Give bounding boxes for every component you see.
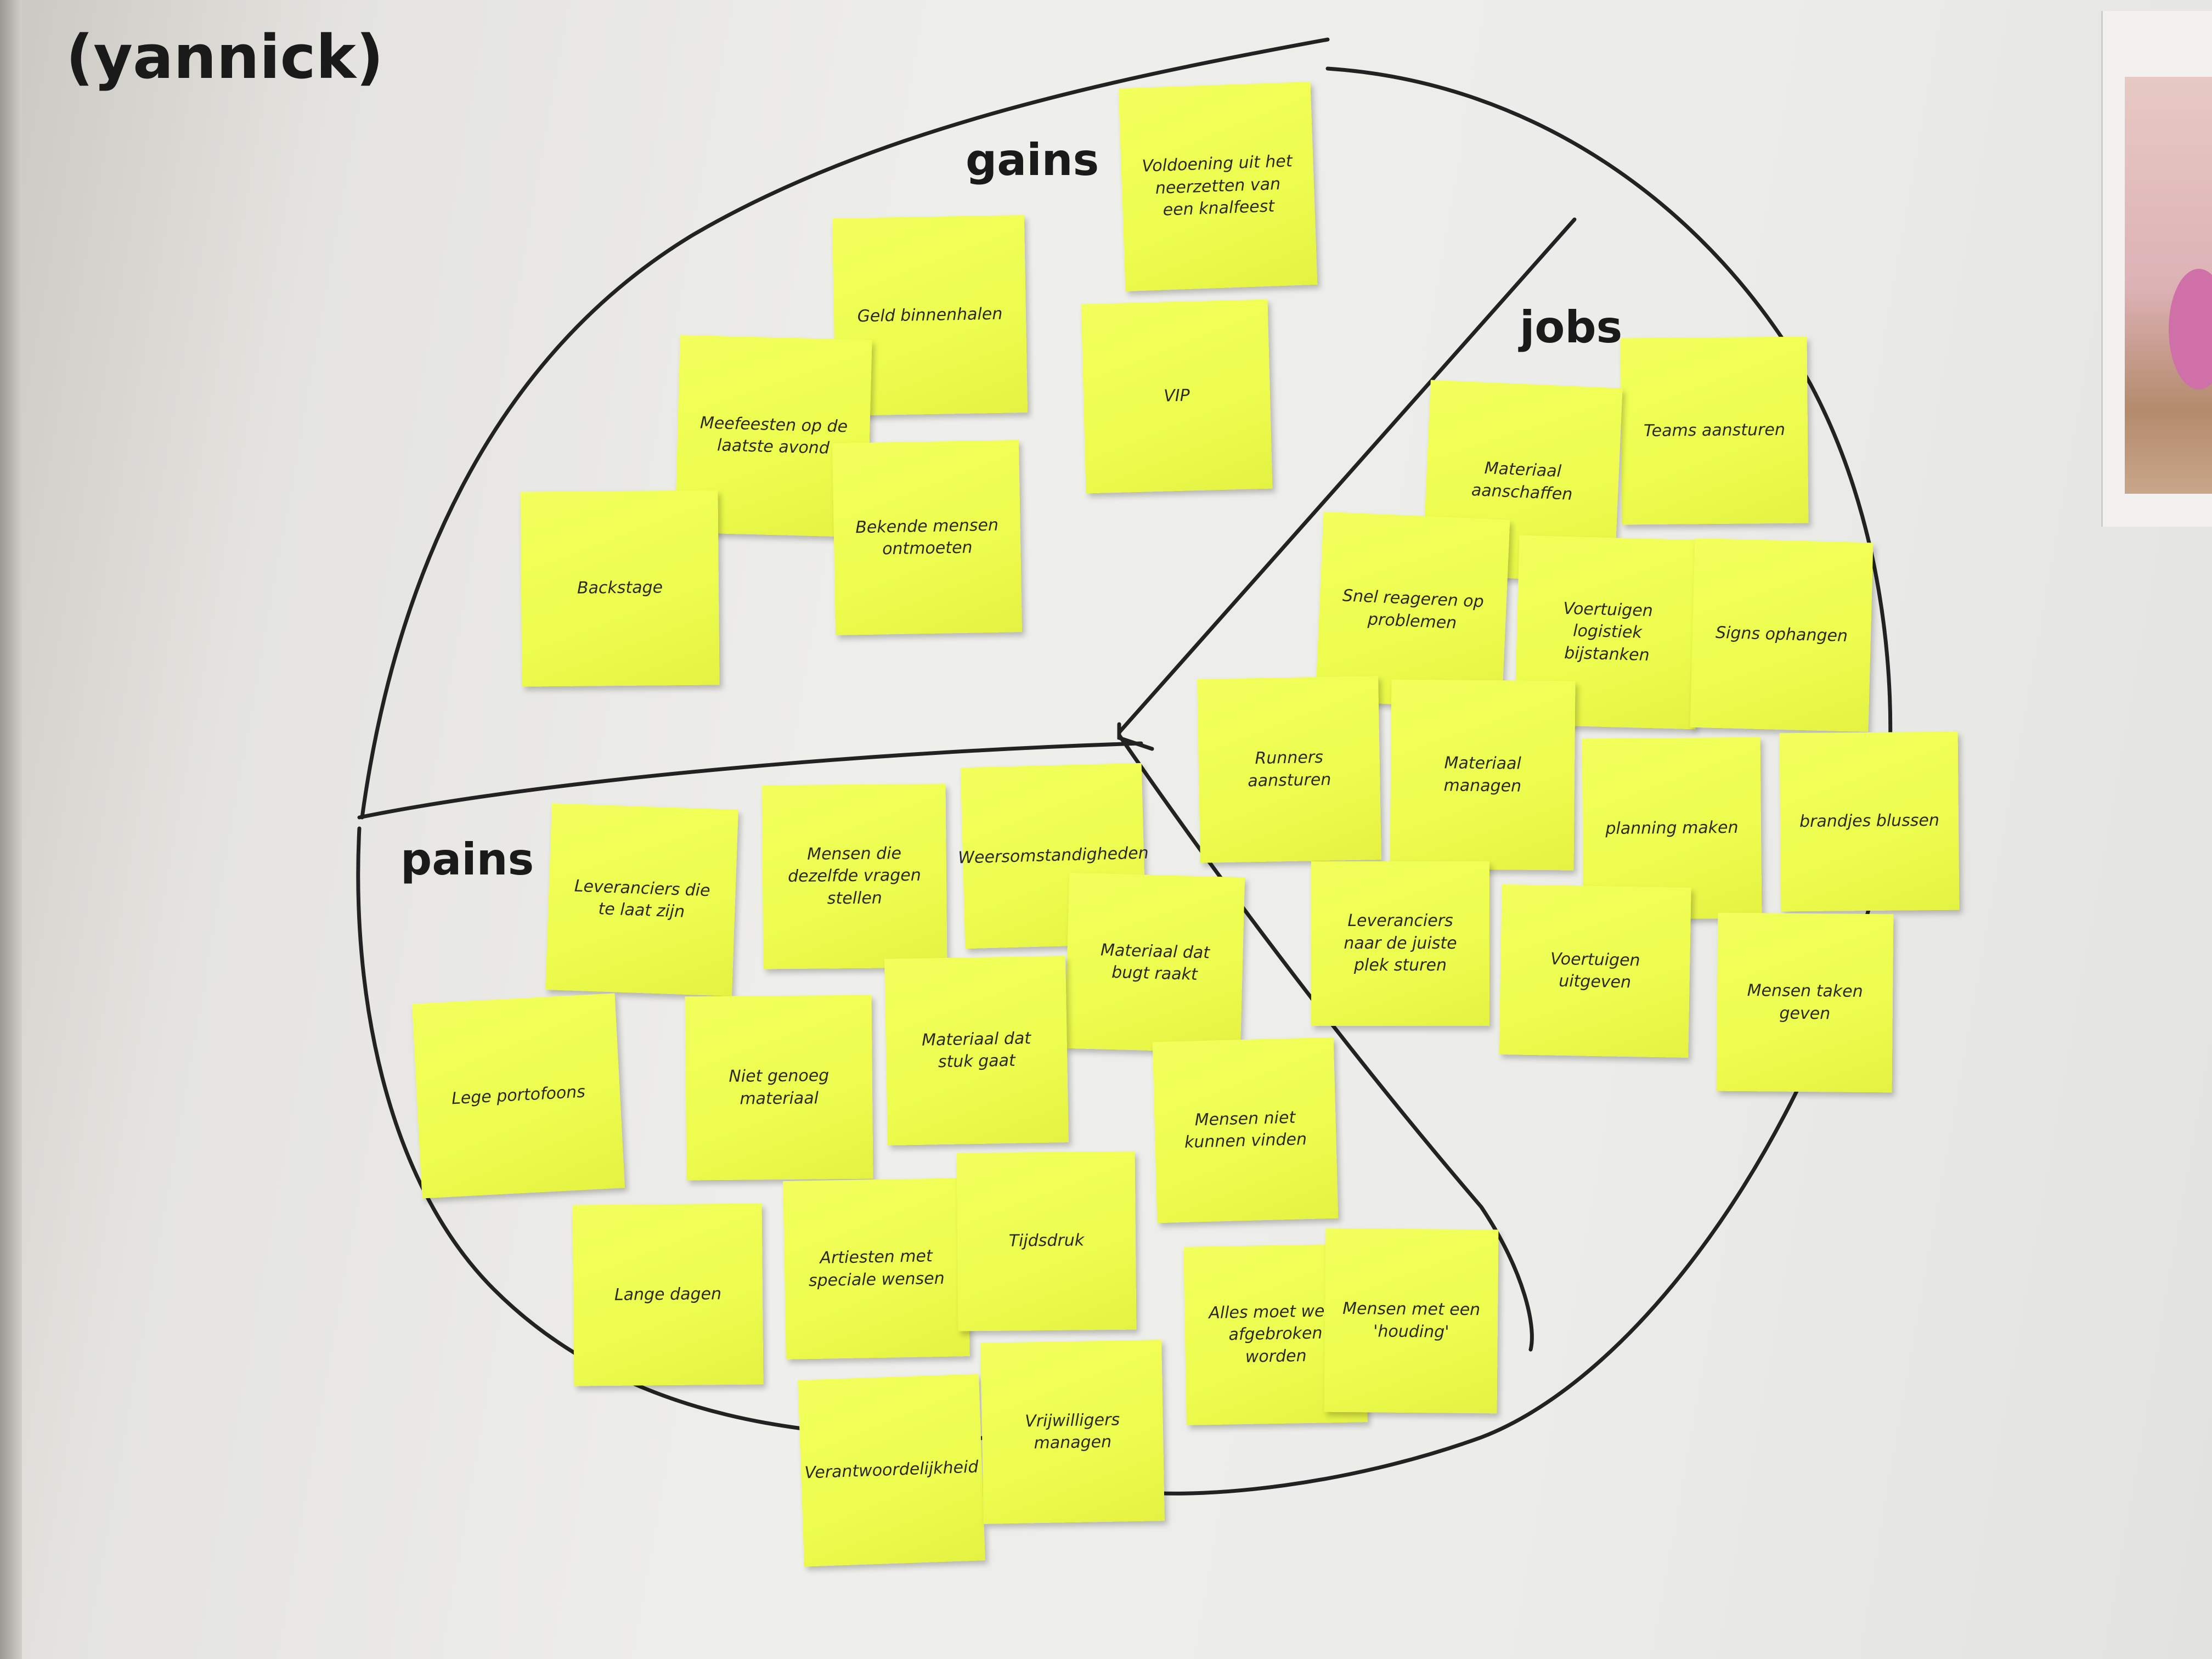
sticky-note[interactable]: Lange dagen	[572, 1203, 764, 1386]
sticky-note[interactable]: Lege portofoons	[411, 993, 625, 1199]
sticky-note[interactable]: Teams aansturen	[1620, 336, 1809, 525]
divider-horizontal	[357, 741, 1143, 820]
sticky-note[interactable]: Runners aansturen	[1197, 676, 1381, 863]
sticky-note[interactable]: brandjes blussen	[1779, 731, 1960, 912]
sticky-note[interactable]: Mensen niet kunnen vinden	[1152, 1037, 1339, 1223]
sticky-note[interactable]: Bekende mensen ontmoeten	[832, 440, 1023, 635]
sticky-note[interactable]: Verantwoordelijkheid	[798, 1374, 985, 1567]
sticky-note[interactable]: Signs ophangen	[1690, 538, 1874, 732]
sticky-note[interactable]: Artiesten met speciale wensen	[783, 1178, 970, 1359]
sticky-note[interactable]: Mensen met een 'houding'	[1324, 1228, 1499, 1414]
sticky-note[interactable]: Niet genoeg materiaal	[685, 995, 873, 1181]
sticky-note[interactable]: Leveranciers naar de juiste plek sturen	[1311, 861, 1489, 1026]
jobs-label: jobs	[1520, 302, 1623, 353]
wall-poster	[2101, 11, 2212, 527]
divider-vertex	[1117, 722, 1154, 751]
author-label: (yannick)	[66, 22, 384, 92]
sticky-note[interactable]: Mensen die dezelfde vragen stellen	[761, 783, 947, 969]
sticky-note[interactable]: Leveranciers die te laat zijn	[545, 803, 738, 996]
pains-label: pains	[400, 834, 534, 885]
sticky-note[interactable]: Materiaal dat bugt raakt	[1064, 872, 1245, 1053]
sticky-note[interactable]: Materiaal managen	[1390, 679, 1576, 871]
divider-upper	[1117, 217, 1577, 735]
divider-lower	[1117, 733, 1534, 1352]
sticky-note[interactable]: Backstage	[520, 490, 720, 687]
gains-arc	[360, 37, 1330, 820]
gains-label: gains	[966, 134, 1099, 185]
sticky-note[interactable]: Tijdsdruk	[956, 1151, 1137, 1331]
sticky-note[interactable]: Voldoening uit het neerzetten van een kn…	[1118, 82, 1318, 291]
poster-figure	[2169, 269, 2212, 390]
sticky-note[interactable]: Materiaal dat stuk gaat	[884, 956, 1069, 1146]
whiteboard-frame	[0, 0, 22, 1659]
sticky-note[interactable]: Vrijwilligers managen	[980, 1340, 1165, 1524]
sticky-note[interactable]: Voertuigen uitgeven	[1499, 884, 1691, 1058]
sticky-note[interactable]: VIP	[1081, 299, 1273, 494]
sticky-note[interactable]: Mensen taken geven	[1716, 912, 1894, 1093]
